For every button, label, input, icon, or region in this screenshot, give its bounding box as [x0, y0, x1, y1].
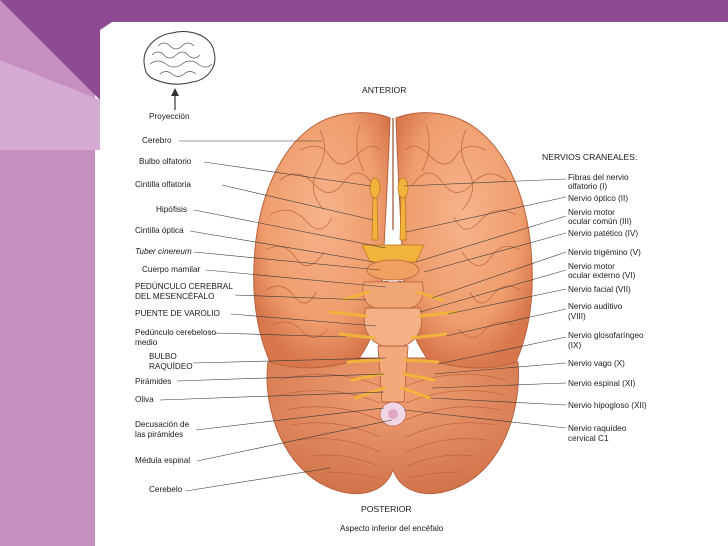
label-oliva: Oliva	[135, 395, 154, 404]
label-cerebro: Cerebro	[142, 136, 172, 145]
label-pedunculo-cerebeloso: Pedúnculo cerebeloso	[135, 328, 216, 337]
projection-label: Proyección	[149, 112, 190, 121]
label-cerebelo: Cerebelo	[149, 485, 182, 494]
label-ix: (IX)	[568, 341, 581, 350]
label-nervio-hipogloso: Nervio hipogloso (XII)	[568, 401, 647, 410]
label-cuerpo-mamilar: Cuerpo mamilar	[142, 265, 200, 274]
label-nervio-glosofaringeo: Nervio glosofaríngeo	[568, 331, 644, 340]
figure-caption: Aspecto inferior del encéfalo	[340, 524, 443, 533]
label-olfatorio-i: olfatorio (I)	[568, 182, 607, 191]
label-nervio-raquideo: Nervio raquídeo	[568, 424, 626, 433]
label-cervical-c1: cervical C1	[568, 434, 609, 443]
posterior-label: POSTERIOR	[361, 504, 412, 514]
label-del-mesencefalo: DEL MESENCÉFALO	[135, 292, 214, 301]
label-piramides: Pirámides	[135, 377, 171, 386]
label-nervio-auditivo: Nervio auditivo	[568, 302, 622, 311]
anterior-label: ANTERIOR	[362, 85, 406, 95]
label-nervio-patetico: Nervio patético (IV)	[568, 229, 638, 238]
label-hipofisis: Hipófisis	[156, 205, 187, 214]
label-ocular-externo: ocular externo (VI)	[568, 271, 635, 280]
label-raquideo: RAQUÍDEO	[149, 362, 193, 371]
label-tuber-cinereum: Tuber cinereum	[135, 247, 192, 256]
label-cintilla-optica: Cintilla óptica	[135, 226, 184, 235]
label-bulbo-olfatorio: Bulbo olfatorio	[139, 157, 191, 166]
label-nervio-motor-iii: Nervio motor	[568, 208, 615, 217]
cranial-nerves-header: NERVIOS CRANEALES:	[542, 152, 637, 162]
label-nervio-espinal: Nervio espinal (XI)	[568, 379, 635, 388]
label-fibras-nervio: Fibras del nervio	[568, 173, 629, 182]
label-nervio-facial: Nervio facial (VII)	[568, 285, 631, 294]
label-viii: (VIII)	[568, 312, 586, 321]
label-nervio-vago: Nervio vago (X)	[568, 359, 625, 368]
label-decusacion: Decusación de	[135, 420, 189, 429]
label-pedunculo-cerebral: PEDÚNCULO CEREBRAL	[135, 282, 233, 291]
label-cintilla-olfatoria: Cintilla olfatoria	[135, 180, 191, 189]
label-nervio-trigemino: Nervio trigémino (V)	[568, 248, 641, 257]
label-bulbo: BULBO	[149, 352, 177, 361]
label-medio: medio	[135, 338, 157, 347]
label-ocular-comun: ocular común (III)	[568, 217, 632, 226]
label-puente-de-varolio: PUENTE DE VAROLIO	[135, 309, 220, 318]
label-medula-espinal: Médula espinal	[135, 456, 190, 465]
label-nervio-motor-vi: Nervio motor	[568, 262, 615, 271]
label-nervio-optico: Nervio óptico (II)	[568, 194, 628, 203]
label-las-piramides: las pirámides	[135, 430, 183, 439]
